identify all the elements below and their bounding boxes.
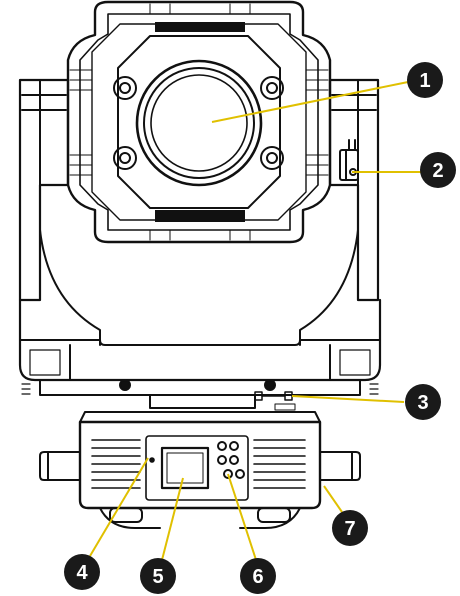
fixture-base	[39, 411, 361, 529]
right-arm	[299, 78, 380, 346]
leader-1	[211, 81, 409, 123]
callout-4: 4	[64, 554, 100, 590]
callout-5: 5	[140, 558, 176, 594]
callout-label-7: 7	[344, 518, 355, 540]
leader-6	[227, 473, 259, 567]
callout-label-5: 5	[152, 566, 163, 588]
callout-label-1: 1	[419, 70, 430, 92]
callout-7: 7	[332, 510, 368, 546]
callout-label-3: 3	[417, 392, 428, 414]
callout-3: 3	[405, 384, 441, 420]
callout-2: 2	[420, 152, 456, 188]
leader-3	[291, 395, 405, 403]
moving-head	[66, 0, 332, 244]
leader-7	[323, 485, 343, 513]
callouts: 1 2 3 4 5 6 7	[64, 62, 456, 594]
callout-label-2: 2	[432, 160, 443, 182]
leader-lines	[89, 81, 422, 567]
callout-1: 1	[407, 62, 443, 98]
callout-6: 6	[240, 558, 276, 594]
fixture-drawing	[18, 0, 382, 529]
left-arm	[18, 78, 101, 346]
callout-label-4: 4	[76, 562, 88, 584]
leader-5	[161, 477, 184, 561]
callout-label-6: 6	[252, 566, 263, 588]
leader-4	[89, 457, 149, 557]
yoke-body	[18, 298, 382, 411]
